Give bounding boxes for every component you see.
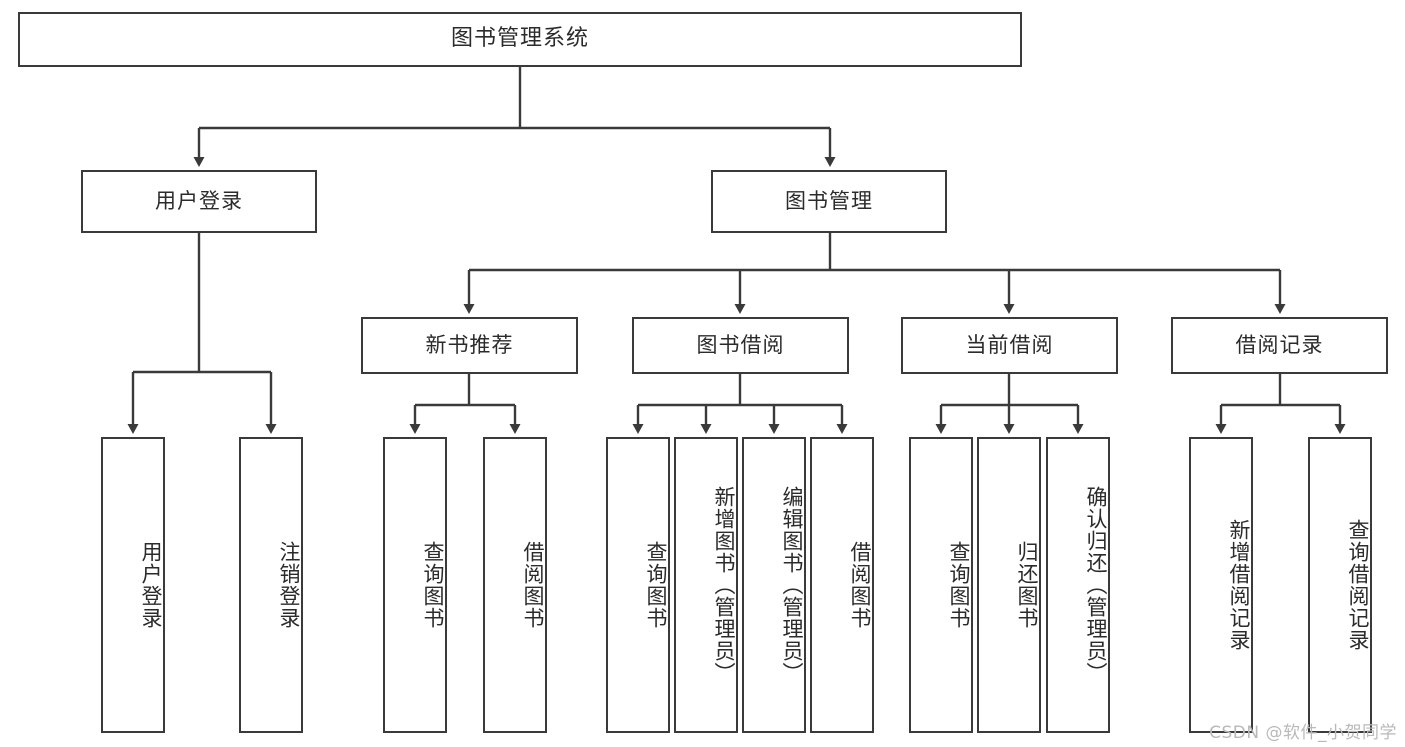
node-book-borrow[interactable]: 图书借阅 <box>632 317 849 374</box>
leaf-new-book-borrow-book[interactable]: 借阅图书 <box>483 437 547 733</box>
leaf-user-login-logout[interactable]: 注销登录 <box>239 437 303 733</box>
node-current-borrow[interactable]: 当前借阅 <box>901 317 1118 374</box>
node-borrow-record[interactable]: 借阅记录 <box>1171 317 1388 374</box>
node-user-login[interactable]: 用户登录 <box>81 170 317 233</box>
node-root-book-management-system[interactable]: 图书管理系统 <box>18 12 1022 67</box>
leaf-current-borrow-confirm-return-admin[interactable]: 确认归还（管理员） <box>1046 437 1110 733</box>
leaf-user-login-login[interactable]: 用户登录 <box>101 437 165 733</box>
csdn-watermark: CSDN @软件_小贺同学 <box>1209 723 1397 743</box>
leaf-book-borrow-add-book-admin[interactable]: 新增图书（管理员） <box>674 437 738 733</box>
leaf-borrow-record-add-record[interactable]: 新增借阅记录 <box>1189 437 1253 733</box>
node-book-management[interactable]: 图书管理 <box>711 170 947 233</box>
leaf-book-borrow-edit-book-admin[interactable]: 编辑图书（管理员） <box>742 437 806 733</box>
leaf-new-book-query-book[interactable]: 查询图书 <box>383 437 447 733</box>
node-new-book-recommend[interactable]: 新书推荐 <box>361 317 578 374</box>
leaf-current-borrow-query-book[interactable]: 查询图书 <box>909 437 973 733</box>
leaf-borrow-record-query-record[interactable]: 查询借阅记录 <box>1308 437 1372 733</box>
leaf-book-borrow-query-book[interactable]: 查询图书 <box>606 437 670 733</box>
leaf-book-borrow-borrow-book[interactable]: 借阅图书 <box>810 437 874 733</box>
leaf-current-borrow-return-book[interactable]: 归还图书 <box>977 437 1041 733</box>
